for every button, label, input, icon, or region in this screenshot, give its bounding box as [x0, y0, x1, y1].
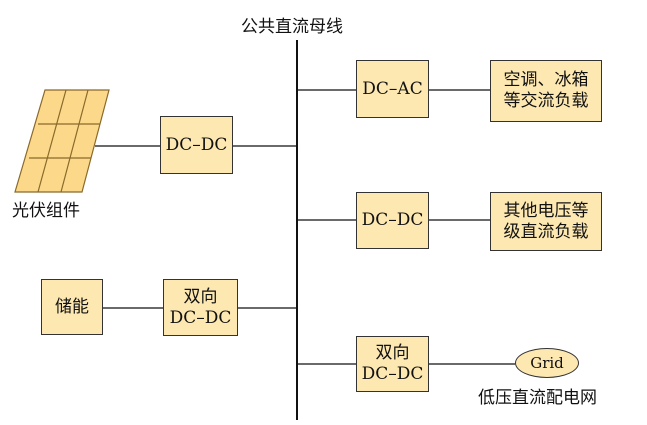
grid-node: Grid: [515, 348, 579, 378]
pv-dcdc-converter: DC–DC: [160, 116, 233, 174]
dc-bus-label: 公共直流母线: [241, 17, 343, 37]
grid-bidir-dcdc-converter: 双向 DC–DC: [356, 336, 429, 392]
grid-caption: 低压直流配电网: [478, 388, 597, 408]
storage-box: 储能: [41, 279, 103, 335]
pv-panel-icon: [14, 89, 110, 193]
pv-label: 光伏组件: [12, 201, 80, 221]
dc-load-box: 其他电压等 级直流负载: [490, 192, 602, 251]
dcac-converter: DC–AC: [356, 60, 429, 118]
storage-bidir-dcdc-converter: 双向 DC–DC: [163, 279, 238, 336]
dcdc-low-converter: DC–DC: [356, 192, 429, 249]
ac-load-box: 空调、冰箱 等交流负载: [490, 60, 602, 122]
